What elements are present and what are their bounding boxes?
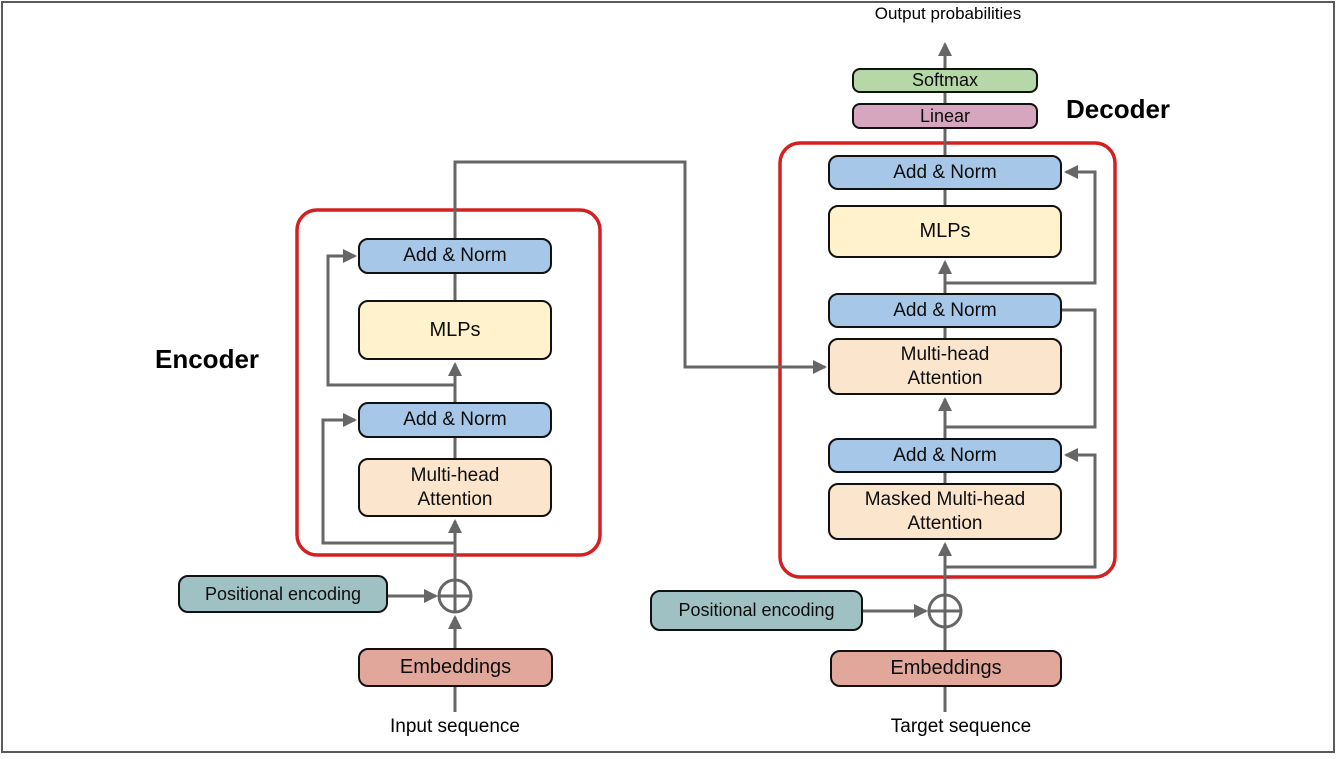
decoder-multi-head-attention-node: Multi-head Attention	[828, 338, 1062, 395]
decoder-mlps-node: MLPs	[828, 205, 1062, 258]
input-sequence-label: Input sequence	[390, 716, 520, 737]
encoder-multi-head-attention-node: Multi-head Attention	[358, 458, 552, 517]
target-sequence-label: Target sequence	[890, 716, 1032, 737]
output-probabilities-label: Output probabilities	[874, 4, 1022, 23]
decoder-title: Decoder	[1066, 94, 1171, 124]
softmax-node: Softmax	[852, 68, 1038, 93]
encoder-group-outline	[295, 208, 602, 557]
encoder-add-circle-icon	[437, 578, 473, 614]
encoder-add-norm-bottom-node: Add & Norm	[358, 402, 552, 438]
decoder-add-norm-bottom-node: Add & Norm	[828, 438, 1062, 473]
linear-node: Linear	[852, 103, 1038, 129]
encoder-mlps-node: MLPs	[358, 300, 552, 360]
decoder-group-outline	[778, 141, 1117, 579]
decoder-masked-multi-head-attention-node: Masked Multi-head Attention	[828, 483, 1062, 540]
decoder-positional-encoding-node: Positional encoding	[650, 590, 863, 631]
decoder-connectors	[863, 42, 1097, 712]
decoder-embeddings-node: Embeddings	[830, 650, 1062, 687]
encoder-embeddings-node: Embeddings	[358, 648, 553, 687]
decoder-add-circle-icon	[927, 593, 963, 629]
encoder-add-norm-top-node: Add & Norm	[358, 238, 552, 274]
encoder-positional-encoding-node: Positional encoding	[178, 575, 388, 613]
encoder-connectors	[321, 160, 827, 712]
decoder-add-norm-mid-node: Add & Norm	[828, 293, 1062, 328]
encoder-title: Encoder	[155, 344, 260, 374]
decoder-add-norm-top-node: Add & Norm	[828, 155, 1062, 190]
